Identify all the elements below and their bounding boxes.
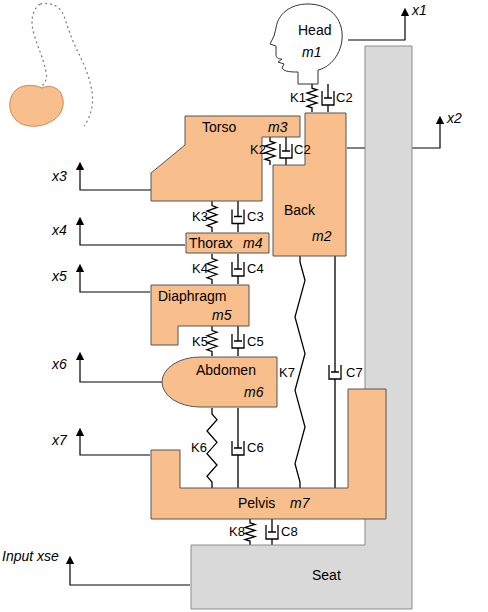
spring-label: K5 <box>192 334 208 349</box>
part-name: Thorax <box>189 235 233 251</box>
displacement-label: x4 <box>52 222 67 238</box>
damper-element <box>280 137 292 165</box>
part-name: Pelvis <box>238 495 275 511</box>
input-arrow <box>70 560 190 585</box>
damper-element <box>232 254 244 284</box>
thorax-mass: Thorax m4 <box>185 232 270 254</box>
spring-label: K2 <box>250 142 266 157</box>
x1-arrow <box>348 12 405 40</box>
displacement-label: x3 <box>52 168 67 184</box>
displacement-label: x2 <box>447 110 462 126</box>
back-mass: Back m2 <box>272 112 347 257</box>
damper-element <box>232 408 244 488</box>
spring-label: K4 <box>192 261 208 276</box>
damper-element <box>232 201 244 232</box>
spring-element <box>207 254 217 284</box>
spring-element <box>207 201 217 232</box>
part-name: Back <box>284 202 315 218</box>
displacement-label: x6 <box>52 356 67 372</box>
damper-label: C5 <box>247 334 264 349</box>
organ-shape <box>10 85 64 126</box>
node-shape <box>162 357 277 407</box>
damper-label: C8 <box>281 524 298 539</box>
part-name: Seat <box>312 567 341 583</box>
displacement-label: x5 <box>52 268 67 284</box>
mass-symbol: m6 <box>244 384 263 400</box>
pelvis-mass: Pelvis m7 <box>150 388 387 520</box>
x3-arrow <box>80 166 152 190</box>
spring-label: K6 <box>191 440 207 455</box>
spring-element <box>307 84 317 112</box>
mass-symbol: m5 <box>212 307 231 323</box>
mass-symbol: m1 <box>302 44 321 60</box>
damper-element <box>322 84 334 112</box>
spring-element <box>295 256 305 488</box>
spring-label: K1 <box>290 90 306 105</box>
abdomen-mass: Abdomen m6 <box>160 356 278 408</box>
node-shape <box>270 4 342 84</box>
spring-element <box>265 137 275 165</box>
node-outline <box>272 112 347 257</box>
input-label: Input xse <box>2 548 59 564</box>
mass-symbol: m4 <box>243 235 262 251</box>
mass-symbol: m3 <box>268 119 287 135</box>
damper-label: C6 <box>247 440 264 455</box>
part-name: Torso <box>202 119 236 135</box>
node-shape <box>273 113 346 256</box>
mass-symbol: m7 <box>290 495 309 511</box>
x4-arrow <box>80 221 185 245</box>
spring-label: K7 <box>279 365 295 380</box>
head-mass: Head m1 <box>268 2 348 86</box>
damper-element <box>232 326 244 356</box>
damper-label: C4 <box>247 261 264 276</box>
displacement-label: x1 <box>412 2 427 18</box>
mass-symbol: m2 <box>312 228 331 244</box>
damper-label: C3 <box>247 209 264 224</box>
damper-element <box>329 256 341 488</box>
node-shape <box>191 46 412 609</box>
node-shape <box>186 233 269 253</box>
spring-label: K8 <box>229 524 245 539</box>
damper-label: C2 <box>336 90 353 105</box>
part-name: Abdomen <box>196 362 256 378</box>
node-shape <box>151 389 386 519</box>
damper-label: C2 <box>294 142 311 157</box>
part-name: Diaphragm <box>158 288 226 304</box>
spring-element <box>207 408 217 488</box>
spring-label: K3 <box>192 209 208 224</box>
spring-element <box>245 519 255 545</box>
part-name: Head <box>298 22 331 38</box>
damper-element <box>266 519 278 545</box>
x6-arrow <box>80 356 163 382</box>
x5-arrow <box>80 268 150 292</box>
damper-label: C7 <box>346 365 363 380</box>
x7-arrow <box>80 432 150 455</box>
displacement-label: x7 <box>52 432 67 448</box>
spring-element <box>207 326 217 356</box>
